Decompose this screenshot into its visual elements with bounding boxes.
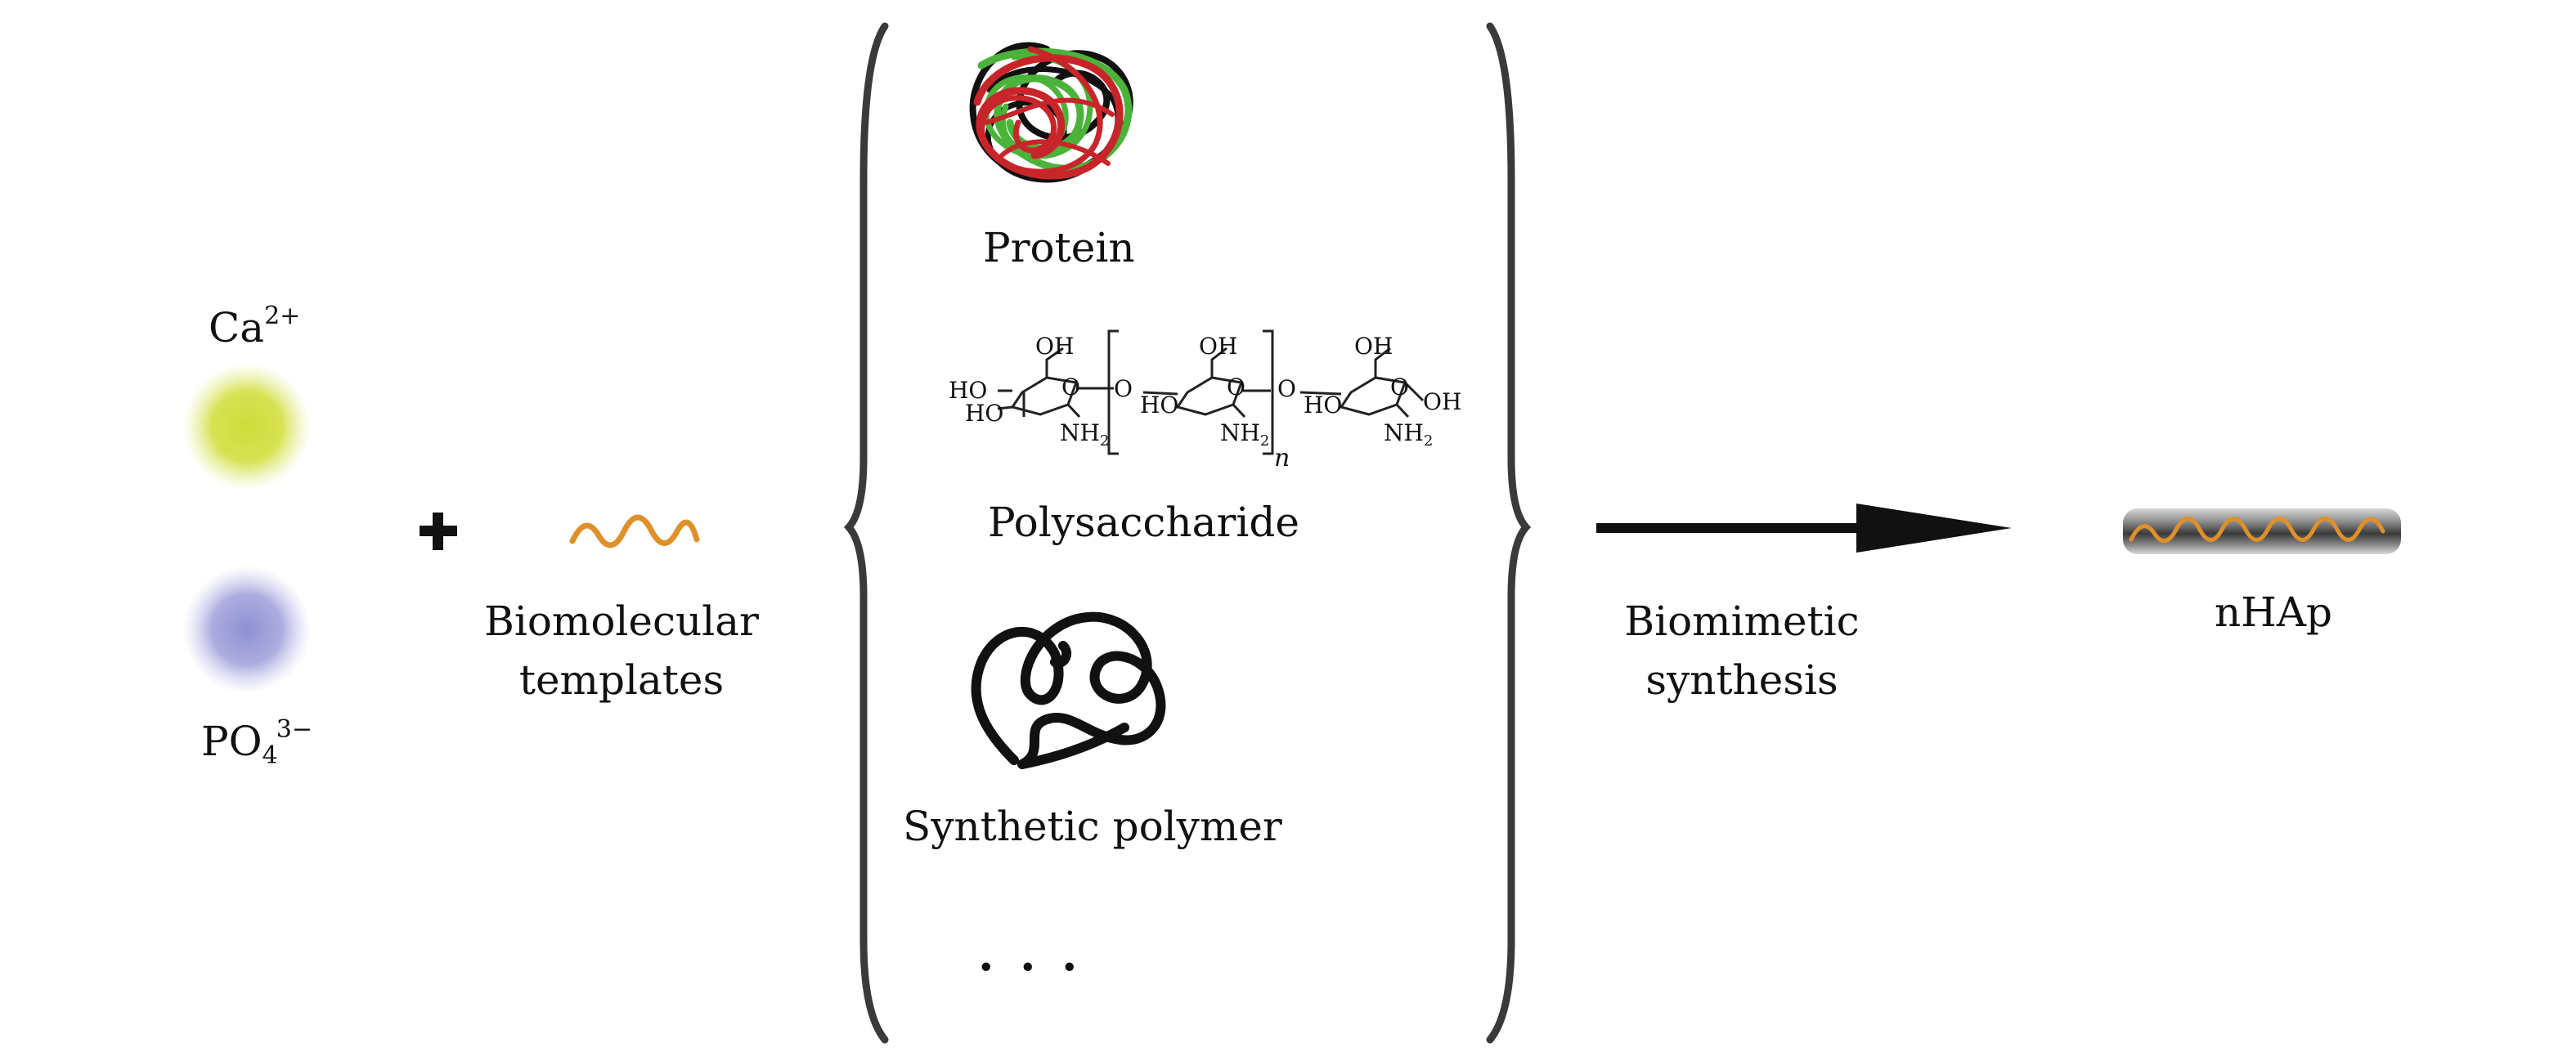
template-wave-icon xyxy=(569,514,700,548)
phosphate-ion-charge: 3− xyxy=(276,715,312,744)
poly-o-4: O xyxy=(1277,375,1296,402)
phosphate-ion-subscript: 4 xyxy=(262,741,278,770)
poly-oh-4: OH xyxy=(1423,388,1462,415)
process-label: Biomimetic synthesis xyxy=(1603,592,1881,710)
poly-o-5: O xyxy=(1390,374,1409,401)
poly-o-3: O xyxy=(1227,374,1245,401)
poly-oh-3: OH xyxy=(1354,333,1393,360)
product-label: nHAp xyxy=(2215,589,2332,636)
process-label-line2: synthesis xyxy=(1645,656,1838,704)
calcium-ion-charge: 2+ xyxy=(264,302,301,330)
left-brace xyxy=(843,22,889,1044)
poly-nh2-3: NH2 xyxy=(1384,422,1433,449)
more-templates-ellipsis: . . . xyxy=(978,928,1083,982)
poly-o-1: O xyxy=(1061,374,1080,401)
poly-nh-sub-2: 2 xyxy=(1259,432,1270,450)
right-brace xyxy=(1486,22,1532,1044)
poly-nh-1: NH xyxy=(1060,419,1100,446)
poly-ho-2: HO xyxy=(965,400,1004,427)
nhap-rod-icon xyxy=(2123,508,2401,554)
synthetic-polymer-label: Synthetic polymer xyxy=(903,803,1282,850)
template-label-line2: templates xyxy=(518,656,725,704)
poly-o-2: O xyxy=(1114,375,1133,402)
poly-nh-3: NH xyxy=(1384,419,1424,446)
poly-oh-1: OH xyxy=(1035,333,1075,360)
phosphate-ion-blob xyxy=(183,566,311,693)
calcium-ion-symbol: Ca xyxy=(209,304,265,351)
polysaccharide-structure xyxy=(997,329,1425,455)
poly-nh-sub-3: 2 xyxy=(1423,432,1434,450)
polysaccharide-label: Polysaccharide xyxy=(988,499,1299,546)
poly-nh-2: NH xyxy=(1220,419,1260,446)
poly-oh-2: OH xyxy=(1199,333,1238,360)
process-label-line1: Biomimetic xyxy=(1624,598,1860,645)
synthetic-polymer-icon xyxy=(971,611,1166,769)
poly-repeat-n: n xyxy=(1274,444,1290,472)
poly-ho-4: HO xyxy=(1304,392,1343,419)
calcium-ion-blob xyxy=(183,363,311,490)
template-label: Biomolecular templates xyxy=(482,592,761,710)
poly-ho-3: HO xyxy=(1140,392,1179,419)
template-label-line1: Biomolecular xyxy=(484,598,759,645)
calcium-ion-label: Ca2+ xyxy=(209,302,301,351)
protein-label: Protein xyxy=(983,224,1135,271)
poly-nh-sub-1: 2 xyxy=(1099,432,1110,450)
phosphate-ion-symbol: PO xyxy=(201,718,263,765)
protein-tangle-icon xyxy=(969,42,1133,183)
poly-nh2-2: NH2 xyxy=(1220,422,1269,449)
poly-nh2-1: NH2 xyxy=(1060,422,1109,449)
phosphate-ion-label: PO43− xyxy=(201,718,312,768)
poly-ho-1: HO xyxy=(949,377,988,404)
synthesis-arrow-icon xyxy=(1596,504,2012,553)
plus-sign xyxy=(420,513,457,550)
